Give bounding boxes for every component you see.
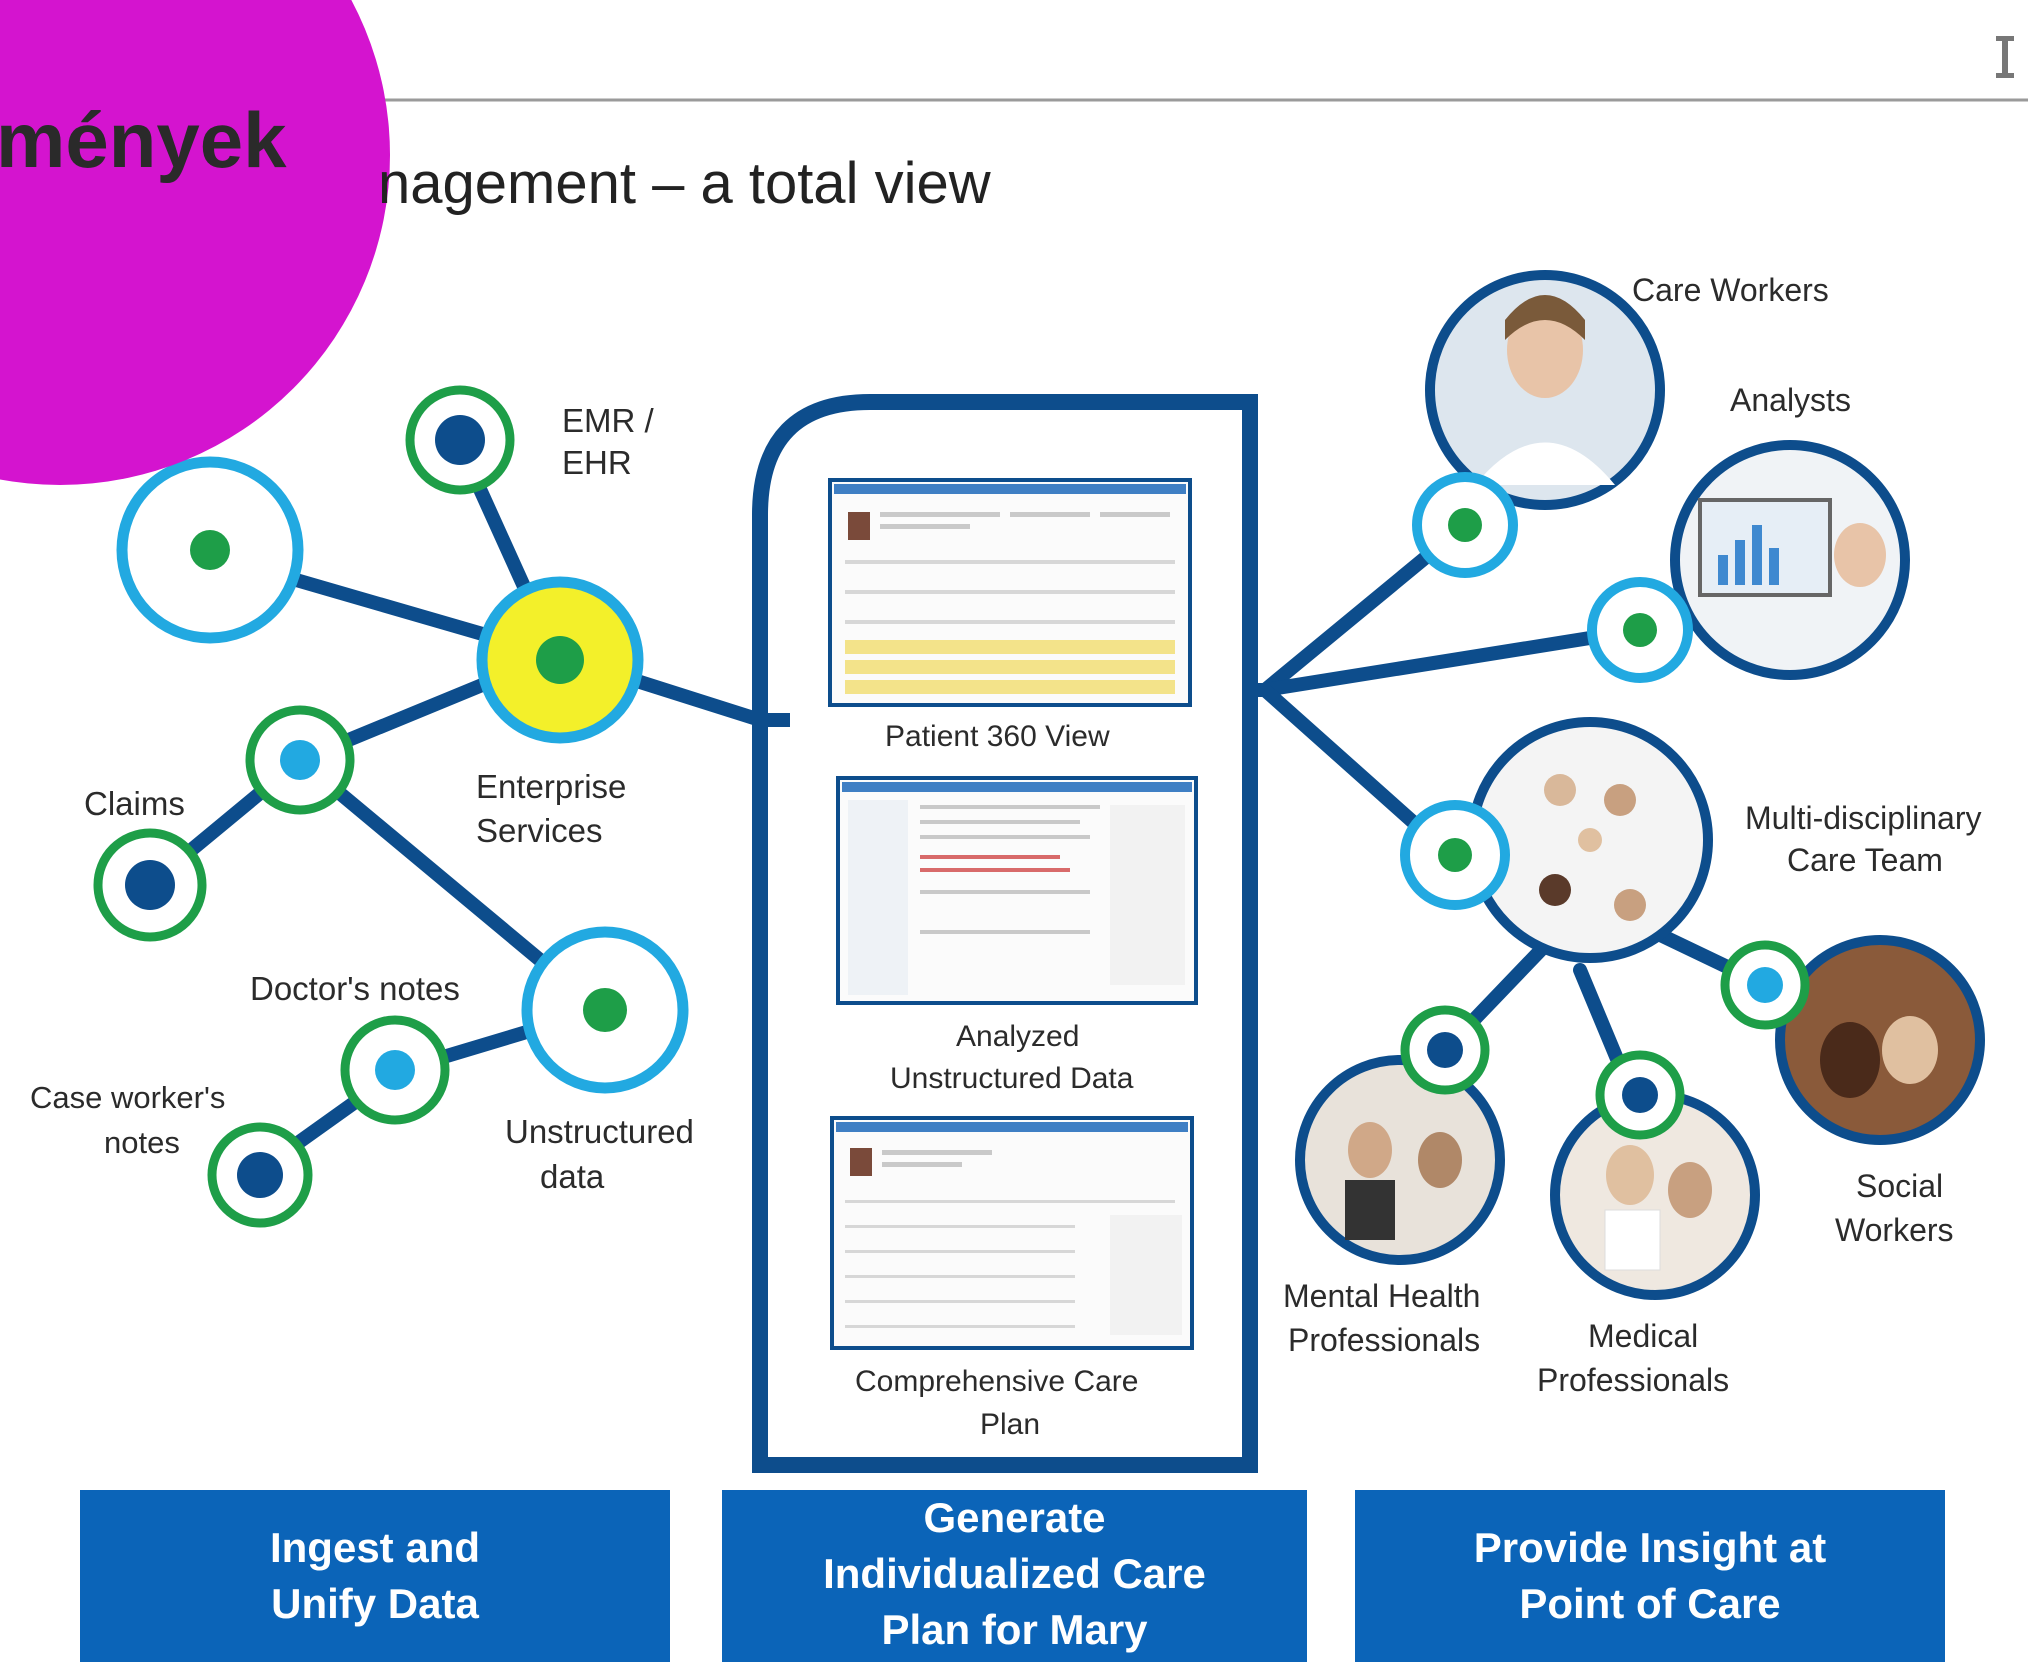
label-medical-1: Medical [1588,1318,1699,1354]
label-care-plan-1: Comprehensive Care [855,1365,1139,1398]
label-patient-360: Patient 360 View [885,720,1110,753]
node-mental [1400,1005,1490,1095]
node-left-top [116,456,304,644]
label-claims: Claims [84,785,185,822]
node-emr [405,385,515,495]
node-social [1720,940,1810,1030]
node-care-workers [1412,472,1518,578]
footer-insight-line-1: Provide Insight at [1473,1524,1827,1571]
label-doctors-notes: Doctor's notes [250,970,460,1007]
label-enterprise-1: Enterprise [476,768,627,805]
footer-insight-line-2: Point of Care [1519,1580,1781,1627]
footer-box-generate: Generate Individualized Care Plan for Ma… [722,1490,1307,1662]
label-case-worker-2: notes [104,1125,180,1160]
label-analysts: Analysts [1730,382,1851,418]
photo-analysts [1670,440,1910,680]
label-medical-2: Professionals [1537,1362,1730,1398]
footer-box-insight: Provide Insight at Point of Care [1355,1490,1945,1662]
label-enterprise-2: Services [476,812,603,849]
label-analyzed-2: Unstructured Data [890,1062,1134,1095]
corner-icon [1996,36,2014,78]
page-title: nagement – a total view [378,151,991,216]
photo-mental-health [1295,1055,1505,1265]
photo-care-workers [1425,270,1665,510]
footer-generate-line-3: Plan for Mary [881,1606,1148,1653]
node-case-worker [207,1122,313,1228]
care-plan-screenshot [830,1116,1194,1350]
analyzed-data-screenshot [836,776,1198,1005]
node-doctors-notes [340,1015,450,1125]
node-care-team [1400,800,1510,910]
label-team-1: Multi-disciplinary [1745,800,1982,836]
footer-generate-line-1: Generate [923,1494,1106,1541]
footer-ingest-line-1: Ingest and [269,1524,481,1571]
label-team-2: Care Team [1787,842,1943,878]
node-analysts [1587,577,1693,683]
label-emr-1: EMR / [562,402,654,439]
photo-care-team [1467,717,1713,963]
label-mental-2: Professionals [1288,1322,1481,1358]
label-care-plan-2: Plan [980,1408,1041,1441]
node-claims [93,828,207,942]
patient-360-screenshot [828,478,1192,707]
footer-generate-line-2: Individualized Care [823,1550,1206,1597]
footer-box-ingest: Ingest and Unify Data [80,1490,670,1662]
photo-medical [1550,1090,1760,1300]
node-unstructured [521,926,689,1094]
label-care-workers: Care Workers [1632,272,1829,308]
label-emr-2: EHR [562,444,632,481]
label-case-worker-1: Case worker's [30,1080,226,1115]
node-mid [245,705,355,815]
label-unstructured-2: data [540,1158,605,1195]
magenta-overlay-circle [0,0,390,485]
node-enterprise [476,576,644,744]
node-medical [1595,1050,1685,1140]
label-social-2: Workers [1835,1212,1954,1248]
photo-social-workers [1775,935,1985,1145]
overlay-text: mények [0,96,287,184]
footer-ingest-line-2: Unify Data [271,1580,479,1627]
label-mental-1: Mental Health [1283,1278,1481,1314]
label-unstructured-1: Unstructured [505,1113,694,1150]
label-social-1: Social [1856,1168,1944,1204]
label-analyzed-1: Analyzed [956,1020,1080,1053]
